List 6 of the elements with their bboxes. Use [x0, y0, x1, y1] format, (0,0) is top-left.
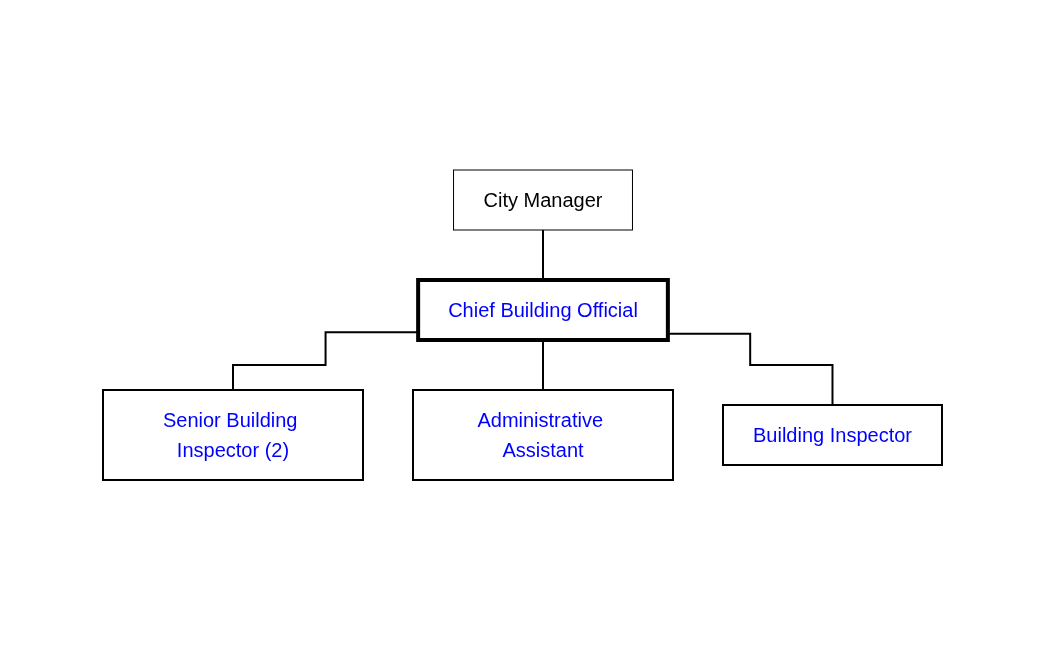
connector — [542, 229, 544, 281]
node-box: Administrative Assistant — [412, 389, 674, 481]
node-box: Chief Building Official — [416, 278, 670, 342]
node-box: Building Inspector — [722, 404, 943, 466]
node-box: City Manager — [453, 169, 633, 231]
node-box: Senior Building Inspector (2) — [102, 389, 364, 481]
